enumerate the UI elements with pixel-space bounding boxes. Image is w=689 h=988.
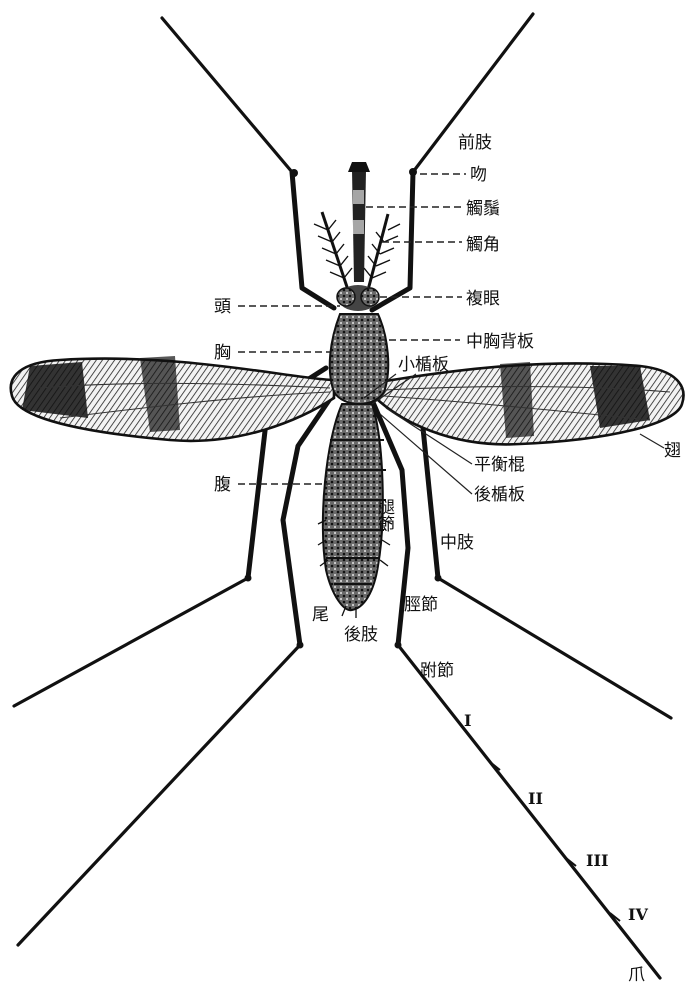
label-midleg: 中肢 [440, 533, 474, 553]
foreleg-left [162, 18, 334, 308]
labels: 前肢 吻 觸鬚 觸角 複眼 中胸背板 小楯板 頭 胸 腹 翅 平衡棍 後楯板 腿… [214, 133, 681, 985]
label-abdomen: 腹 [214, 475, 231, 495]
label-head: 頭 [214, 297, 231, 317]
wing-left [11, 356, 334, 441]
foreleg-right [372, 14, 533, 310]
compound-eye-right [361, 288, 379, 306]
label-hindleg: 後肢 [344, 625, 378, 645]
label-tarsal-4: IV [628, 905, 648, 924]
label-claw: 爪 [628, 965, 645, 985]
antenna-right [364, 214, 400, 290]
label-palp: 觸鬚 [466, 199, 500, 219]
label-tarsal-3: III [586, 851, 608, 870]
label-femur: 腿節 [374, 498, 395, 532]
label-mesonotum: 中胸背板 [466, 332, 534, 352]
label-compound-eye: 複眼 [466, 289, 500, 309]
leader-lines [238, 174, 664, 494]
label-thorax: 胸 [214, 343, 231, 363]
hindleg-left [18, 390, 336, 945]
label-tibia: 脛節 [404, 595, 438, 615]
label-wing: 翅 [664, 441, 681, 461]
label-haltere: 平衡棍 [474, 455, 525, 475]
label-foreleg: 前肢 [458, 133, 492, 153]
label-tail: 尾 [312, 605, 329, 625]
antenna-left [314, 212, 352, 290]
label-proboscis: 吻 [470, 165, 487, 185]
compound-eye-left [337, 288, 355, 306]
label-tarsal-1: I [464, 711, 471, 730]
label-tarsus: 跗節 [420, 661, 454, 681]
label-antenna: 觸角 [466, 235, 500, 255]
label-postscutellum: 後楯板 [474, 485, 525, 505]
label-scutellum: 小楯板 [398, 355, 449, 375]
label-tarsal-2: II [528, 789, 543, 808]
thorax [330, 314, 389, 404]
